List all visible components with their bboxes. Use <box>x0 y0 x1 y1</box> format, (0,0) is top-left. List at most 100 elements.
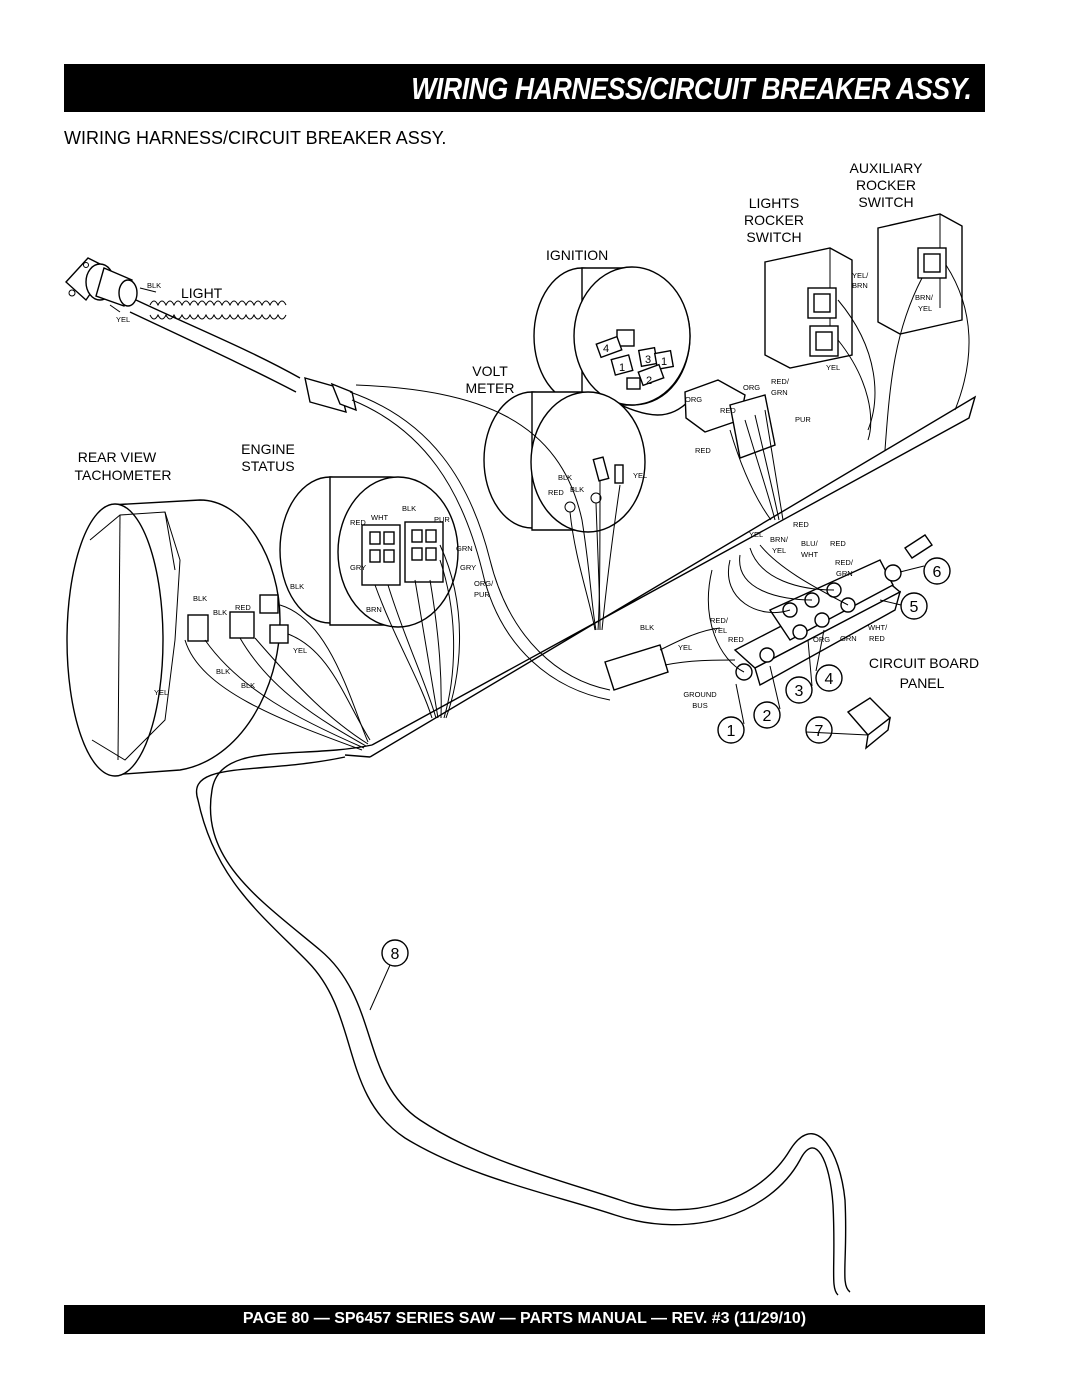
wire-aux-yel-brn-1: YEL/ <box>852 271 869 280</box>
label-volt-meter-2: METER <box>466 380 515 396</box>
volt-meter <box>483 391 646 631</box>
rear-view-tachometer <box>66 499 371 777</box>
callout-7: 7 <box>805 716 833 744</box>
wire-ign-red-grn-1: RED/ <box>771 377 790 386</box>
footer-bar: PAGE 80 — SP6457 SERIES SAW — PARTS MANU… <box>64 1305 985 1334</box>
callout-1: 1 <box>717 716 745 744</box>
wire-es-grn: GRN <box>456 544 473 553</box>
wire-volt-yel: YEL <box>633 471 647 480</box>
aux-rocker-switch <box>877 213 970 451</box>
wire-ign-org1: ORG <box>685 395 702 404</box>
wire-cb-org: ORG <box>813 635 830 644</box>
wire-ign-red-grn-2: GRN <box>771 388 788 397</box>
wire-volt-blk2: BLK <box>570 485 584 494</box>
label-aux-rocker-3: SWITCH <box>858 194 913 210</box>
wire-cb-red2: RED <box>830 539 846 548</box>
wire-tach-yel1: YEL <box>293 646 307 655</box>
label-ground-bus-1: GROUND <box>683 690 717 699</box>
label-circuit-board-1: CIRCUIT BOARD <box>869 655 979 671</box>
labels: LIGHT IGNITION LIGHTS ROCKER SWITCH AUXI… <box>75 160 980 710</box>
svg-text:4: 4 <box>825 671 834 688</box>
callout-5: 5 <box>900 592 928 620</box>
wire-cb-brn-yel-2: YEL <box>772 546 786 555</box>
wire-tach-blk5: BLK <box>241 681 255 690</box>
svg-text:7: 7 <box>815 723 824 740</box>
wire-cb-blu-wht-2: WHT <box>801 550 818 559</box>
light-assembly <box>65 257 357 413</box>
wire-tach-blk1: BLK <box>290 582 304 591</box>
ignition-switch <box>533 266 691 416</box>
wire-cb-red-yel-1: RED/ <box>710 616 729 625</box>
label-rear-view-1: REAR VIEW <box>78 449 157 465</box>
label-ignition: IGNITION <box>546 247 608 263</box>
callout-2: 2 <box>753 701 781 729</box>
engine-status-gauge <box>279 476 460 719</box>
ign-terminal-3: 3 <box>645 354 651 366</box>
svg-text:3: 3 <box>795 683 804 700</box>
wire-cb-blu-wht-1: BLU/ <box>801 539 819 548</box>
label-engine-status-2: STATUS <box>241 458 294 474</box>
harness-wires <box>349 384 736 701</box>
wire-aux-brn-yel-1: BRN/ <box>915 293 934 302</box>
wire-volt-red: RED <box>548 488 564 497</box>
wire-es-pur: PUR <box>434 515 450 524</box>
ignition-connector <box>684 379 784 521</box>
svg-text:8: 8 <box>391 946 400 963</box>
ign-terminal-1a: 1 <box>661 356 667 368</box>
wire-es-org-pur-1: ORG/ <box>474 579 494 588</box>
wire-cb-red-grn-1: RED/ <box>835 558 854 567</box>
wire-ign-pur: PUR <box>795 415 811 424</box>
wire-es-wht: WHT <box>371 513 388 522</box>
page-title: WIRING HARNESS/CIRCUIT BREAKER ASSY. <box>410 71 972 106</box>
ign-terminal-1b: 1 <box>619 362 625 374</box>
wire-tach-blk4: BLK <box>216 667 230 676</box>
wire-es-brn: BRN <box>366 605 382 614</box>
wire-tach-red: RED <box>235 603 251 612</box>
label-lights-rocker-2: ROCKER <box>744 212 804 228</box>
callout-8: 8 <box>381 939 409 967</box>
ign-terminal-4: 4 <box>603 343 609 355</box>
wire-cb-wht-red-1: WHT/ <box>868 623 888 632</box>
wire-es-blk: BLK <box>402 504 416 513</box>
wire-tach-yel2: YEL <box>154 688 168 697</box>
label-lights-rocker-1: LIGHTS <box>749 195 800 211</box>
label-volt-meter-1: VOLT <box>472 363 508 379</box>
lower-cable <box>195 744 851 1296</box>
label-engine-status-1: ENGINE <box>241 441 295 457</box>
label-light: LIGHT <box>181 285 223 301</box>
lights-rocker-switch <box>764 247 876 441</box>
label-aux-rocker-1: AUXILIARY <box>850 160 924 176</box>
svg-text:5: 5 <box>910 599 919 616</box>
callout-6: 6 <box>923 557 951 585</box>
callout-4: 4 <box>815 664 843 692</box>
wire-cb-brn-yel-1: BRN/ <box>770 535 789 544</box>
wire-tach-blk3: BLK <box>213 608 227 617</box>
svg-text:2: 2 <box>763 708 772 725</box>
wire-ign-org2: ORG <box>743 383 760 392</box>
wire-volt-blk1: BLK <box>558 473 572 482</box>
wire-cb-red-grn-2: GRN <box>836 569 853 578</box>
footer-text: PAGE 80 — SP6457 SERIES SAW — PARTS MANU… <box>242 1310 807 1327</box>
wire-conn-yel: YEL <box>678 643 692 652</box>
label-ground-bus-2: BUS <box>692 701 707 710</box>
wire-light-yel: YEL <box>116 315 130 324</box>
wire-es-gry1: GRY <box>350 563 366 572</box>
wire-es-org-pur-2: PUR <box>474 590 490 599</box>
wire-lights-yel: YEL <box>826 363 840 372</box>
label-rear-view-2: TACHOMETER <box>75 467 172 483</box>
callout-3: 3 <box>785 676 813 704</box>
wire-aux-brn-yel-2: YEL <box>918 304 932 313</box>
svg-text:1: 1 <box>727 723 736 740</box>
label-aux-rocker-2: ROCKER <box>856 177 916 193</box>
callouts: 1 2 3 4 5 6 7 8 <box>381 557 951 967</box>
wire-aux-yel-brn-2: BRN <box>852 281 868 290</box>
header-bar: WIRING HARNESS/CIRCUIT BREAKER ASSY. <box>64 64 985 112</box>
wire-cb-yel: YEL <box>749 530 763 539</box>
wire-light-blk: BLK <box>147 281 161 290</box>
wire-ign-red1: RED <box>720 406 736 415</box>
ign-terminal-2: 2 <box>646 375 652 387</box>
wire-es-red: RED <box>350 518 366 527</box>
wire-es-gry2: GRY <box>460 563 476 572</box>
circuit-board-panel <box>708 534 933 750</box>
